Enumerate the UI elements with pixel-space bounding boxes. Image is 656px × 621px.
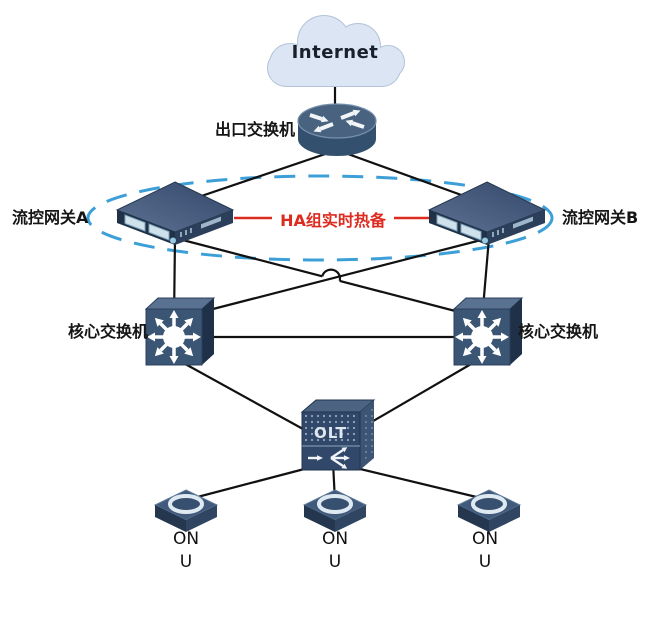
onu-right-label: ON U [471, 529, 499, 572]
internet-label: Internet [291, 42, 379, 63]
core-switch-right-label: 核心交换机 [518, 322, 599, 341]
onu-left-label: ON U [172, 529, 200, 572]
olt-icon: OLT [298, 396, 378, 474]
gateway-b-icon [425, 180, 551, 250]
onu-center-label: ON U [321, 529, 349, 572]
core-switch-left-label: 核心交换机 [67, 322, 148, 341]
onu-right-icon [456, 488, 522, 534]
onu-center-icon [302, 488, 368, 534]
link-gateway-b-core-left [177, 236, 490, 320]
gateway-b-label: 流控网关B [562, 208, 639, 227]
splitter-glyph [308, 447, 350, 469]
core-switch-right-icon [450, 294, 528, 370]
exit-switch-label: 出口交换机 [214, 120, 295, 139]
onu-left-icon [153, 488, 219, 534]
gateway-a-icon [113, 180, 239, 250]
internet-cloud-icon [258, 8, 410, 92]
ha-group-label: HA组实时热备 [280, 211, 386, 230]
olt-label-text: OLT [314, 424, 347, 442]
exit-switch-router-icon [294, 100, 380, 160]
link-crossover-hop [321, 268, 342, 282]
core-switch-left-icon [142, 294, 220, 370]
ha-group-ellipse [86, 174, 554, 262]
gateway-a-label: 流控网关A [12, 208, 89, 227]
